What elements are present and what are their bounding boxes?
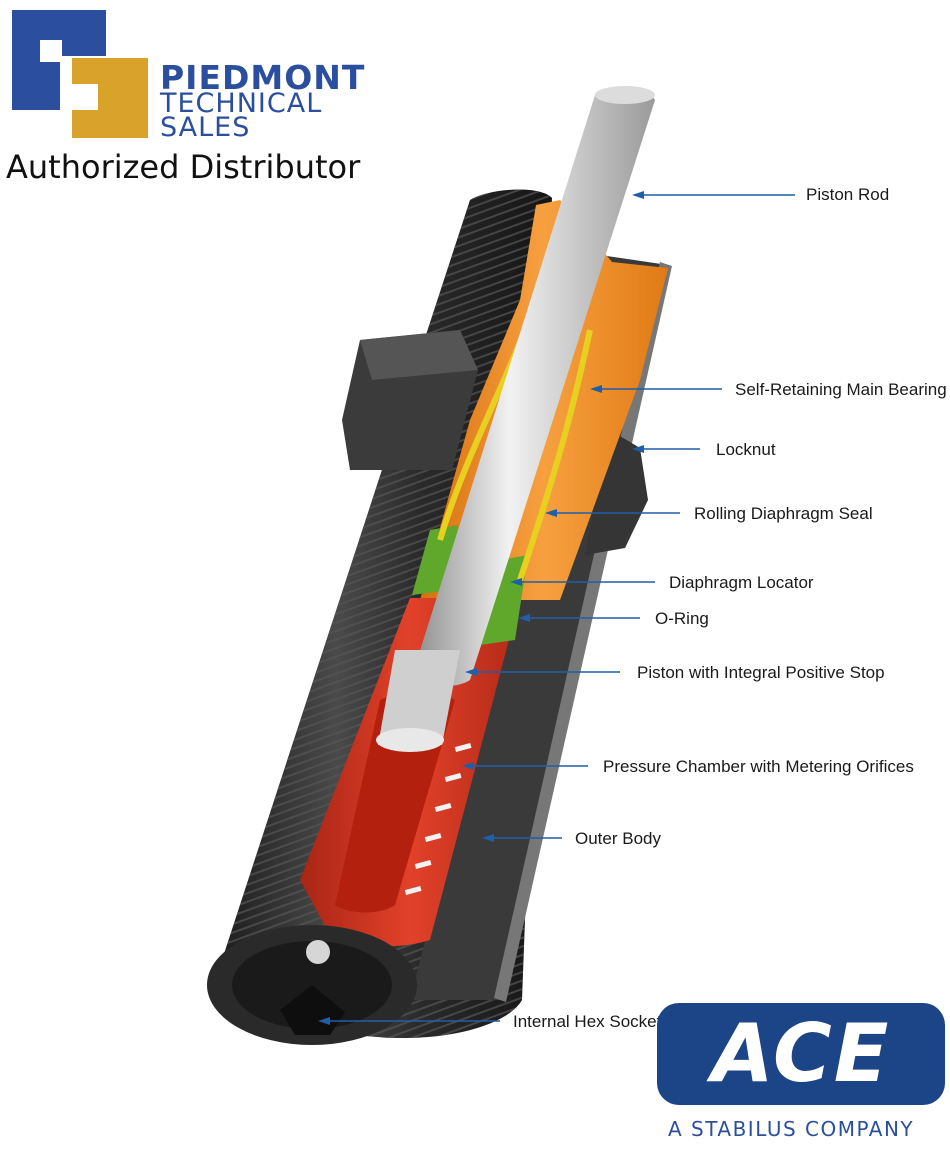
leader-arrowhead-self-retaining-main-bearing: [590, 385, 602, 393]
leader-arrowhead-pressure-chamber-with-metering-orifices: [462, 762, 474, 770]
piston-rod-shape: [412, 86, 655, 687]
brand-name-sales: SALES: [160, 112, 251, 143]
label-o-ring: O-Ring: [655, 609, 709, 628]
authorized-distributor-tagline: Authorized Distributor: [6, 148, 361, 186]
label-self-retaining-main-bearing: Self-Retaining Main Bearing: [735, 380, 947, 399]
label-pressure-chamber-with-metering-orifices: Pressure Chamber with Metering Orifices: [603, 757, 914, 776]
piston-shape: [376, 650, 460, 752]
label-rolling-diaphragm-seal: Rolling Diaphragm Seal: [694, 504, 873, 523]
brand-name-piedmont: PIEDMONT: [160, 58, 366, 97]
leader-arrowhead-diaphragm-locator: [510, 578, 522, 586]
label-piston-with-integral-positive-stop: Piston with Integral Positive Stop: [637, 663, 885, 682]
leader-arrowhead-rolling-diaphragm-seal: [545, 509, 557, 517]
leader-arrowhead-locknut: [632, 445, 644, 453]
leader-arrowhead-piston-rod: [632, 191, 644, 199]
label-internal-hex-socket: Internal Hex Socket: [513, 1012, 662, 1031]
label-locknut: Locknut: [716, 440, 776, 459]
callout-leaders: [318, 191, 795, 1025]
label-piston-rod: Piston Rod: [806, 185, 890, 204]
leader-arrowhead-o-ring: [518, 614, 530, 622]
leader-arrowhead-internal-hex-socket: [318, 1017, 330, 1025]
leader-arrowhead-outer-body: [482, 834, 494, 842]
label-outer-body: Outer Body: [575, 829, 661, 848]
ace-logo-subtitle: A STABILUS COMPANY: [668, 1117, 915, 1141]
leader-arrowhead-piston-with-integral-positive-stop: [465, 668, 477, 676]
label-diaphragm-locator: Diaphragm Locator: [669, 573, 814, 592]
ace-logo: ACE: [657, 1003, 945, 1105]
brand-name-technical: TECHNICAL: [160, 88, 323, 119]
hex-socket-end-shape: [207, 925, 417, 1045]
piedmont-logo-mark: [12, 10, 148, 138]
ace-logo-word: ACE: [711, 1007, 891, 1100]
locknut-shape: [342, 330, 648, 555]
